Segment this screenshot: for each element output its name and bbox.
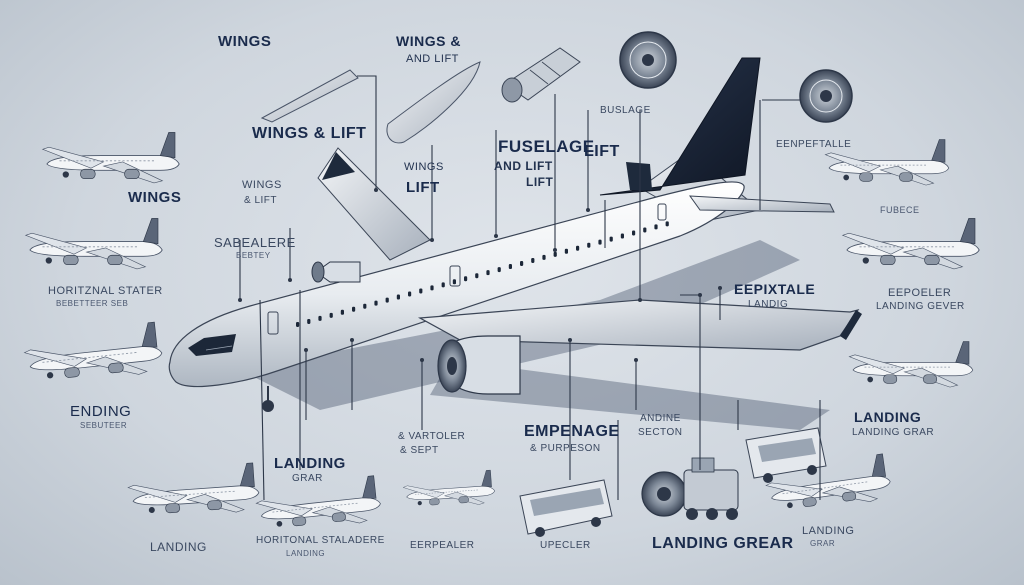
bus-icon	[745, 427, 827, 483]
cabin-window	[464, 276, 468, 282]
label-landig: LANDIG	[748, 299, 789, 310]
label-eepixtale: EEPIXTALE	[734, 281, 816, 297]
label-wings: WINGS	[218, 33, 272, 50]
label-lift: LIFT	[584, 143, 620, 160]
cabin-window	[430, 285, 434, 291]
label-eenpeftalle: EENPEFTALLE	[776, 139, 852, 150]
cabin-window	[396, 294, 400, 300]
cabin-window	[419, 288, 423, 294]
cabin-window	[374, 300, 378, 306]
label-landing-bottom: LANDING	[150, 540, 207, 554]
cabin-window	[564, 248, 568, 254]
label-landing-center: LANDING	[274, 455, 346, 472]
cabin-window	[520, 261, 524, 266]
wing-part-icon	[260, 69, 359, 123]
cabin-window	[587, 242, 591, 248]
bus-icon	[519, 479, 613, 537]
label-lift-3: LIFT	[406, 179, 440, 196]
cabin-window	[296, 322, 300, 327]
cabin-window	[408, 291, 412, 297]
label-horizontal-stater: HORITZNAL STATER	[48, 285, 163, 297]
cabin-window	[508, 264, 512, 270]
label-grar-br: GRAR	[810, 539, 836, 548]
engine-fan-icon	[619, 31, 677, 89]
label-sebuteer: SEBUTEER	[80, 421, 128, 430]
cabin-window	[307, 318, 311, 324]
label-grar: GRAR	[292, 473, 323, 484]
label-and-lift: AND LIFT	[406, 53, 459, 65]
cabin-window	[643, 227, 647, 233]
cabin-window	[497, 267, 501, 273]
cabin-window	[654, 224, 658, 230]
wing-part-icon	[386, 61, 481, 144]
label-landing-grar-right: LANDING GRAR	[852, 427, 935, 438]
airplane-icon	[842, 217, 980, 270]
label-wings-and-lift: WINGS & LIFT	[252, 125, 367, 142]
cabin-window	[632, 230, 636, 236]
label-fubece: FUBECE	[880, 205, 920, 215]
cabin-window	[385, 297, 389, 303]
cabin-window	[531, 257, 535, 263]
cabin-window	[329, 312, 333, 318]
cabin-window	[576, 245, 580, 251]
airplane-icon	[22, 321, 165, 387]
label-wings-3: WINGS	[242, 179, 282, 191]
airplane-icon	[126, 462, 261, 521]
engine-block-icon	[641, 457, 739, 520]
label-and-lift-2: AND LIFT	[494, 159, 553, 173]
label-eepoeler: EEPOELER	[888, 287, 952, 299]
label-and-lift-3: & LIFT	[244, 195, 278, 206]
label-landing-small: LANDING	[286, 549, 326, 558]
cabin-window	[598, 239, 602, 245]
airplane-icon	[848, 341, 974, 388]
cabin-window	[352, 306, 356, 312]
cabin-window	[620, 233, 624, 239]
airplane-icon	[42, 131, 180, 184]
label-buslage: BUSLAGE	[600, 105, 651, 116]
label-lift-2: LIFT	[526, 175, 554, 189]
label-wings-and: WINGS &	[396, 33, 461, 49]
cabin-window	[475, 273, 479, 279]
label-landing-right: LANDING	[854, 409, 922, 425]
label-landing-gever: LANDING GEVER	[876, 301, 965, 312]
cabin-window	[452, 279, 456, 285]
label-landing-br: LANDING	[802, 525, 855, 537]
label-eerpealer: EERPEALER	[410, 540, 475, 551]
label-wings-left: WINGS	[128, 189, 182, 206]
label-bebtey: BEBTEY	[236, 251, 271, 260]
label-sept: & SEPT	[400, 445, 439, 456]
label-purpeson: & PURPESON	[530, 443, 601, 454]
main-aircraft	[168, 57, 862, 412]
cabin-window	[340, 309, 344, 315]
label-andine: ANDINE	[640, 413, 681, 424]
label-landing-grear: LANDING GREAR	[652, 535, 794, 552]
label-wings-small: WINGS	[404, 161, 444, 173]
airplane-icon	[402, 469, 496, 511]
airplane-icon	[25, 217, 163, 270]
cabin-window	[441, 282, 445, 288]
label-sabealere: SABEALERE	[214, 235, 296, 250]
label-horitonal-staladere: HORITONAL STALADERE	[256, 535, 385, 546]
cabin-window	[542, 254, 546, 260]
label-ending: ENDING	[70, 403, 132, 420]
cabin-window	[363, 303, 367, 309]
engine-fan-icon	[799, 69, 853, 123]
label-secton: SECTON	[638, 427, 683, 438]
label-empenage: EMPENAGE	[524, 423, 620, 440]
label-fuselage: FUSELAGE	[498, 137, 595, 156]
cabin-window	[553, 251, 557, 257]
cabin-window	[486, 270, 490, 276]
label-upecler: UPECLER	[540, 540, 591, 551]
engine-part-icon	[501, 47, 581, 103]
label-bebetteer-seb: BEBETTEER SEB	[56, 299, 129, 308]
cabin-window	[665, 221, 669, 227]
cabin-window	[318, 315, 322, 321]
cabin-window	[609, 236, 613, 242]
label-vartoler: & VARTOLER	[398, 431, 466, 442]
